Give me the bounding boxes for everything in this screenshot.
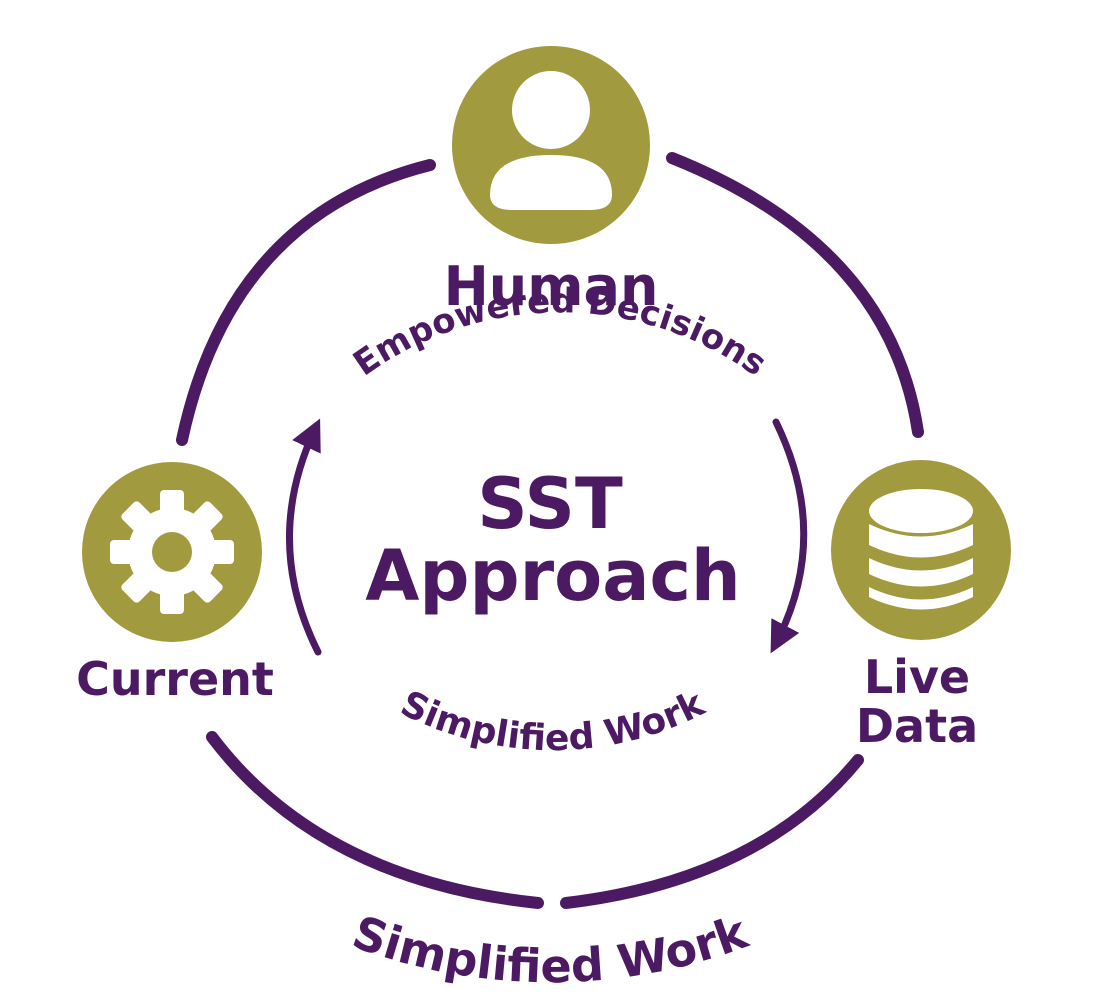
node-human: Human [444, 46, 659, 318]
human-title: Human [444, 255, 659, 318]
current-title: Current [76, 652, 274, 706]
center-title-line2: Approach [365, 535, 741, 617]
outer-arc-bottom-left [206, 731, 544, 909]
empowered-decisions-label: Empowered Decisions [346, 281, 774, 384]
gear-icon [110, 490, 234, 614]
outer-arc-bottom-right [560, 754, 864, 909]
person-icon [490, 71, 612, 210]
live-data-title-line1: Live [864, 650, 970, 704]
empowered-decisions-text: Empowered Decisions [346, 281, 774, 384]
inner-simplified-work-label: Simplified Work [394, 683, 711, 759]
node-current: Current [76, 462, 274, 706]
inner-arrow-left [286, 418, 322, 656]
inner-cycle-arrows [286, 418, 808, 656]
live-data-title-line2: Data [856, 699, 978, 753]
outer-cycle-ring [176, 152, 924, 909]
inner-simplified-work-text: Simplified Work [394, 683, 711, 759]
node-live-data: Live Data [831, 460, 1011, 753]
inner-arrow-right [770, 418, 808, 654]
outer-arc-top-right [666, 152, 924, 438]
outer-arc-top-left [176, 159, 436, 446]
outer-simplified-work-text: Simplified Work [346, 904, 755, 993]
center-label: SST Approach [365, 463, 741, 617]
outer-simplified-work-label: Simplified Work [346, 904, 755, 993]
center-title-line1: SST [477, 463, 623, 545]
database-icon [869, 489, 973, 610]
